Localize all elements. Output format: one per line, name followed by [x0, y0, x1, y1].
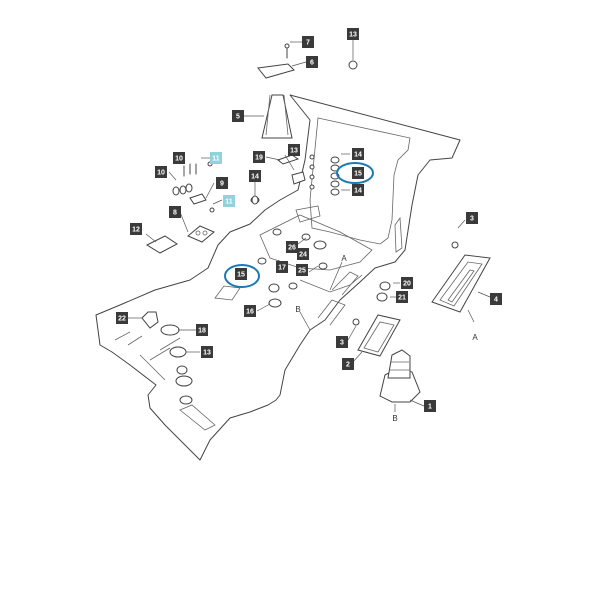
callout-14: 14: [249, 170, 261, 182]
leader-lines: [128, 40, 491, 407]
callout-5: 5: [232, 110, 244, 122]
ref-letter: A: [472, 333, 478, 342]
ref-letter: B: [295, 305, 300, 314]
callout-number: 6: [310, 60, 314, 67]
callout-number: 11: [225, 199, 233, 206]
callout-11: 11: [210, 152, 222, 164]
callout-number: 15: [354, 171, 362, 178]
callout-number: 5: [236, 114, 240, 121]
callout-number: 13: [203, 350, 211, 357]
callout-19: 19: [253, 151, 265, 163]
callout-8: 8: [169, 206, 181, 218]
callout-17: 17: [276, 261, 288, 273]
floor-holes: [170, 154, 328, 405]
callout-4: 4: [490, 293, 502, 305]
callout-number: 14: [354, 188, 362, 195]
callout-number: 13: [349, 32, 357, 39]
callout-12: 12: [130, 223, 142, 235]
callout-number: 17: [278, 265, 286, 272]
callout-7: 7: [302, 36, 314, 48]
callout-number: 3: [340, 340, 344, 347]
callout-11: 11: [223, 195, 235, 207]
part-2-plate: [352, 314, 401, 357]
callout-13: 13: [201, 346, 213, 358]
ref-letter: A: [341, 254, 347, 263]
callout-number: 18: [198, 328, 206, 335]
callout-number: 7: [306, 40, 310, 47]
callout-20: 20: [401, 277, 413, 289]
callout-number: 1: [428, 404, 432, 411]
center-small-parts: [251, 154, 340, 205]
callout-number: 9: [220, 181, 224, 188]
callout-13: 13: [347, 28, 359, 40]
callout-number: 10: [157, 170, 165, 177]
callout-number: 14: [354, 152, 362, 159]
callout-number: 8: [173, 210, 177, 217]
callout-2: 2: [342, 358, 354, 370]
callout-3: 3: [466, 212, 478, 224]
callout-number: 10: [175, 156, 183, 163]
callout-1: 1: [424, 400, 436, 412]
callout-number: 13: [290, 148, 298, 155]
part-1-lever-boot: [379, 349, 421, 403]
callout-25: 25: [296, 264, 308, 276]
callout-number: 11: [212, 156, 220, 163]
part-4-boot: [431, 241, 491, 313]
callout-13: 13: [288, 144, 300, 156]
callout-number: 4: [494, 297, 498, 304]
floor-panel: [95, 94, 461, 461]
callout-number: 21: [398, 295, 406, 302]
callout-24: 24: [297, 248, 309, 260]
callout-14: 14: [352, 184, 364, 196]
callout-16: 16: [244, 305, 256, 317]
callout-10: 10: [173, 152, 185, 164]
callout-15: 15: [352, 167, 364, 179]
callout-number: 25: [298, 268, 306, 275]
ref-letter: B: [392, 414, 397, 423]
callout-22: 22: [116, 312, 128, 324]
callout-number: 14: [251, 174, 259, 181]
highlight-ring: [224, 264, 260, 288]
callout-9: 9: [216, 177, 228, 189]
callout-6: 6: [306, 56, 318, 68]
highlight-rings: [224, 162, 374, 288]
callout-number: 26: [288, 245, 296, 252]
callout-18: 18: [196, 324, 208, 336]
callout-number: 15: [237, 272, 245, 279]
callout-26: 26: [286, 241, 298, 253]
callout-number: 12: [132, 227, 140, 234]
part-13-ring-top: [348, 60, 358, 70]
callout-21: 21: [396, 291, 408, 303]
callout-number: 19: [255, 155, 263, 162]
part-5-bracket: [257, 43, 295, 139]
highlight-ring: [336, 162, 374, 184]
callout-15: 15: [235, 268, 247, 280]
callout-number: 2: [346, 362, 350, 369]
callout-number: 3: [470, 216, 474, 223]
caps-20-21: [376, 281, 391, 302]
callout-number: 24: [299, 252, 307, 259]
callout-number: 16: [246, 309, 254, 316]
callout-number: 22: [118, 316, 126, 323]
callout-number: 20: [403, 281, 411, 288]
callout-14: 14: [352, 148, 364, 160]
small-parts-cluster: [145, 161, 215, 254]
lower-left-parts: [141, 311, 187, 358]
callout-10: 10: [155, 166, 167, 178]
callout-3: 3: [336, 336, 348, 348]
reference-letters: A B A B: [295, 254, 478, 423]
